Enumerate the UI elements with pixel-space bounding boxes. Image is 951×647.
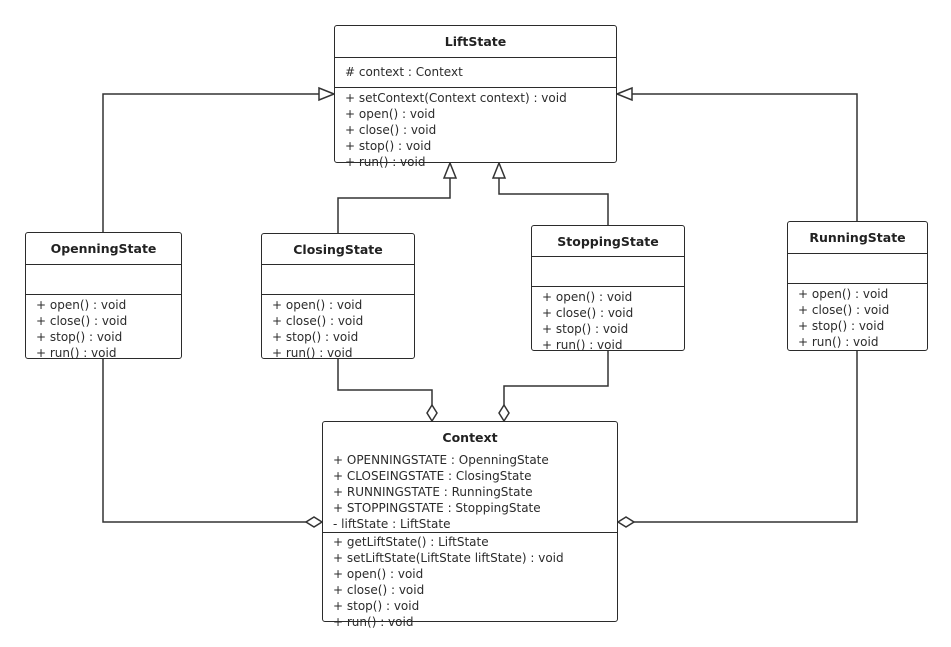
aggregation-edge-runningstate xyxy=(634,351,858,523)
operations-compartment: + open() : void + close() : void + stop(… xyxy=(532,287,684,353)
attributes-compartment xyxy=(262,265,414,295)
operation: + run() : void xyxy=(333,615,414,629)
attributes-compartment: # context : Context xyxy=(335,58,616,88)
operation: + close() : void xyxy=(345,123,437,137)
operation: + open() : void xyxy=(272,298,363,312)
operations-compartment: + open() : void + close() : void + stop(… xyxy=(26,295,181,361)
operation: + close() : void xyxy=(36,314,128,328)
aggregation-diamond-stoppingstate xyxy=(498,403,510,423)
aggregation-diamond-openningstate xyxy=(304,516,324,528)
operation: + stop() : void xyxy=(798,319,885,333)
operation: + run() : void xyxy=(542,338,623,352)
operation: + open() : void xyxy=(36,298,127,312)
generalization-arrow-stoppingstate xyxy=(491,160,507,179)
attribute: + STOPPINGSTATE : StoppingState xyxy=(333,501,541,515)
generalization-edge-runningstate xyxy=(632,93,858,221)
operation: + close() : void xyxy=(333,583,425,597)
class-context: Context + OPENNINGSTATE : OpenningState … xyxy=(322,421,618,629)
operation: + stop() : void xyxy=(345,139,432,153)
class-name: ClosingState xyxy=(262,234,414,265)
operations-compartment: + getLiftState() : LiftState + setLiftSt… xyxy=(323,533,617,630)
class-closingstate: ClosingState + open() : void + close() :… xyxy=(261,233,415,361)
operation: + stop() : void xyxy=(272,330,359,344)
class-name: LiftState xyxy=(335,26,616,58)
attribute: + RUNNINGSTATE : RunningState xyxy=(333,485,533,499)
operation: + close() : void xyxy=(798,303,890,317)
class-name: OpenningState xyxy=(26,233,181,265)
operations-compartment: + open() : void + close() : void + stop(… xyxy=(262,295,414,361)
operations-compartment: + open() : void + close() : void + stop(… xyxy=(788,284,927,350)
attribute: - liftState : LiftState xyxy=(333,517,451,531)
operation: + open() : void xyxy=(333,567,424,581)
class-name: RunningState xyxy=(788,222,927,254)
generalization-arrow-runningstate xyxy=(614,86,633,102)
operation: + stop() : void xyxy=(333,599,420,613)
operation: + setContext(Context context) : void xyxy=(345,91,567,105)
operation: + open() : void xyxy=(345,107,436,121)
attribute: + OPENNINGSTATE : OpenningState xyxy=(333,453,549,467)
generalization-arrow-openningstate xyxy=(318,86,337,102)
operation: + run() : void xyxy=(272,346,353,360)
operation: + run() : void xyxy=(36,346,117,360)
operation: + close() : void xyxy=(542,306,634,320)
generalization-edge-stoppingstate xyxy=(498,178,609,225)
generalization-edge-closingstate xyxy=(337,178,451,233)
class-liftstate: LiftState # context : Context + setConte… xyxy=(334,25,617,169)
attributes-compartment xyxy=(788,254,927,284)
class-runningstate: RunningState + open() : void + close() :… xyxy=(787,221,928,351)
attributes-compartment xyxy=(532,257,684,287)
class-openningstate: OpenningState + open() : void + close() … xyxy=(25,232,182,361)
operation: + open() : void xyxy=(798,287,889,301)
class-name: StoppingState xyxy=(532,226,684,257)
operation: + getLiftState() : LiftState xyxy=(333,535,489,549)
operation: + setLiftState(LiftState liftState) : vo… xyxy=(333,551,564,565)
class-name: Context xyxy=(442,429,498,445)
operations-compartment: + setContext(Context context) : void + o… xyxy=(335,88,616,170)
attributes-compartment xyxy=(26,265,181,295)
operation: + open() : void xyxy=(542,290,633,304)
operation: + close() : void xyxy=(272,314,364,328)
aggregation-diamond-runningstate xyxy=(616,516,636,528)
attributes-compartment: + OPENNINGSTATE : OpenningState + CLOSEI… xyxy=(323,452,617,533)
attribute: + CLOSEINGSTATE : ClosingState xyxy=(333,469,532,483)
aggregation-edge-closingstate xyxy=(337,359,433,405)
operation: + run() : void xyxy=(345,155,426,169)
aggregation-edge-openningstate xyxy=(102,359,306,523)
attribute: # context : Context xyxy=(345,65,463,79)
aggregation-diamond-closingstate xyxy=(426,403,438,423)
operation: + stop() : void xyxy=(542,322,629,336)
generalization-arrow-closingstate xyxy=(442,160,458,179)
operation: + run() : void xyxy=(798,335,879,349)
operation: + stop() : void xyxy=(36,330,123,344)
generalization-edge-openningstate xyxy=(102,93,319,232)
aggregation-edge-stoppingstate xyxy=(503,351,609,405)
class-stoppingstate: StoppingState + open() : void + close() … xyxy=(531,225,685,353)
